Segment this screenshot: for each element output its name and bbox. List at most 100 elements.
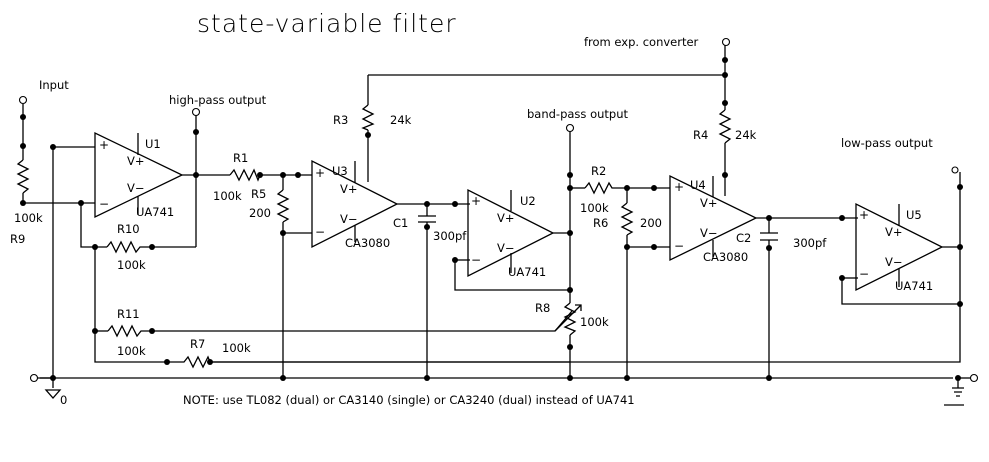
- terminal-ground-right[interactable]: [969, 373, 979, 383]
- svg-text:UA741: UA741: [895, 279, 933, 293]
- svg-text:R2: R2: [591, 164, 606, 178]
- junction-dot: [567, 344, 573, 350]
- junction-dot: [722, 100, 728, 106]
- resistor-R4: R4 24k: [693, 109, 757, 144]
- svg-text:V+: V+: [340, 182, 358, 196]
- svg-text:100k: 100k: [222, 341, 251, 355]
- svg-text:V+: V+: [885, 225, 903, 239]
- junction-dot: [567, 230, 573, 236]
- junction-dot: [193, 129, 199, 135]
- resistor-R11: R11 100k: [107, 307, 152, 358]
- junction-dot: [92, 244, 98, 250]
- svg-text:R8: R8: [535, 301, 550, 315]
- svg-text:C2: C2: [736, 231, 751, 245]
- junction-dot: [50, 144, 56, 150]
- resistor-R9: 100k R9: [10, 159, 43, 246]
- opamp-U1: + − V+ V− U1 UA741: [94, 131, 184, 219]
- svg-text:−: −: [471, 253, 481, 267]
- note-text: NOTE: use TL082 (dual) or CA3140 (single…: [183, 393, 635, 407]
- resistor-R2: R2 100k: [580, 164, 614, 215]
- junction-dot: [280, 172, 286, 178]
- svg-text:CA3080: CA3080: [345, 236, 390, 250]
- junction-dot: [957, 184, 963, 190]
- svg-text:0: 0: [60, 393, 67, 407]
- schematic-title: state-variable filter: [197, 9, 457, 38]
- junction-dot: [957, 301, 963, 307]
- potentiometer-R8: R8 100k: [535, 301, 609, 336]
- svg-text:−: −: [99, 197, 109, 211]
- svg-text:C1: C1: [393, 216, 408, 230]
- resistor-R5: R5 200: [249, 187, 290, 223]
- terminal-band-pass-output[interactable]: band-pass output: [527, 107, 628, 133]
- svg-text:200: 200: [249, 206, 271, 220]
- junction-dot: [365, 132, 371, 138]
- junction-dot: [20, 200, 26, 206]
- svg-text:R1: R1: [233, 151, 248, 165]
- junction-dot: [567, 185, 573, 191]
- junction-dot: [766, 375, 772, 381]
- junction-dot: [257, 172, 263, 178]
- svg-text:R6: R6: [593, 216, 608, 230]
- svg-text:U4: U4: [690, 178, 706, 192]
- junction-dot: [567, 375, 573, 381]
- svg-text:+: +: [674, 180, 684, 194]
- svg-text:100k: 100k: [580, 201, 609, 215]
- junction-dot: [624, 185, 630, 191]
- junction-dot: [839, 275, 845, 281]
- low-pass-label: low-pass output: [841, 136, 933, 150]
- junction-dot: [957, 244, 963, 250]
- svg-text:−: −: [674, 239, 684, 253]
- svg-text:100k: 100k: [580, 315, 609, 329]
- svg-text:R10: R10: [117, 222, 140, 236]
- svg-text:V+: V+: [700, 196, 718, 210]
- capacitor-C1: C1 300pf: [393, 215, 467, 243]
- junction-dot: [651, 185, 657, 191]
- svg-text:R11: R11: [117, 307, 140, 321]
- junction-dot: [766, 245, 772, 251]
- svg-text:V−: V−: [700, 226, 718, 240]
- capacitor-C2: C2 300pf: [736, 231, 827, 250]
- svg-text:100k: 100k: [14, 211, 43, 225]
- junction-dot: [722, 72, 728, 78]
- svg-text:U1: U1: [145, 137, 161, 151]
- junction-dot: [20, 143, 26, 149]
- svg-text:V+: V+: [497, 211, 515, 225]
- input-label: Input: [39, 78, 69, 92]
- svg-text:UA741: UA741: [508, 265, 546, 279]
- terminal-ground-left[interactable]: [29, 373, 39, 383]
- junction-dot: [839, 215, 845, 221]
- resistor-R6: R6 200: [593, 202, 662, 236]
- svg-text:+: +: [315, 166, 325, 180]
- svg-text:R5: R5: [251, 187, 266, 201]
- resistor-R1: R1 100k: [213, 151, 261, 203]
- svg-text:V+: V+: [127, 154, 145, 168]
- ground-symbol-left-icon: 0: [44, 389, 67, 407]
- resistor-R7: R7 100k: [167, 337, 251, 369]
- junction-dot: [424, 201, 430, 207]
- junction-dot: [78, 200, 84, 206]
- junction-dot: [92, 328, 98, 334]
- svg-text:UA741: UA741: [136, 205, 174, 219]
- junction-dot: [567, 287, 573, 293]
- svg-text:300pf: 300pf: [433, 229, 467, 243]
- svg-text:V−: V−: [340, 212, 358, 226]
- junction-dot: [164, 359, 170, 365]
- junction-dot: [424, 375, 430, 381]
- terminal-input[interactable]: Input: [18, 78, 70, 105]
- svg-text:V−: V−: [497, 241, 515, 255]
- junction-dot: [280, 230, 286, 236]
- terminal-exp-converter[interactable]: from exp. converter: [584, 35, 731, 49]
- svg-text:R3: R3: [333, 113, 348, 127]
- junction-dot: [567, 172, 573, 178]
- exp-converter-label: from exp. converter: [584, 35, 699, 49]
- junction-dot: [280, 375, 286, 381]
- terminal-low-pass-output[interactable]: low-pass output: [841, 136, 959, 174]
- opamp-U4: + − V+ V− U4 CA3080: [669, 174, 758, 264]
- svg-text:−: −: [859, 267, 869, 281]
- terminal-high-pass-output[interactable]: high-pass output: [169, 93, 267, 117]
- svg-text:R7: R7: [190, 337, 205, 351]
- svg-text:R9: R9: [10, 232, 25, 246]
- svg-text:U2: U2: [520, 194, 536, 208]
- opamp-U3: + − V+ V− U3 CA3080: [311, 159, 399, 250]
